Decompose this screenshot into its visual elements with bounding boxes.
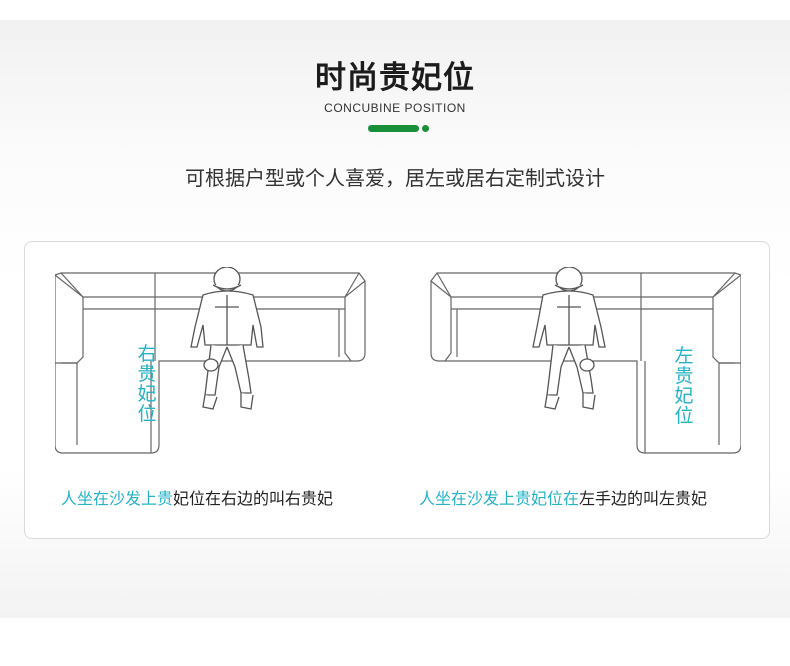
chaise-label-left: 左贵妃位 [674, 345, 694, 427]
caption-left-chaise: 人坐在沙发上贵妃位在左手边的叫左贵妃 [419, 485, 707, 509]
caption-rest: 左手边的叫左贵妃 [579, 489, 708, 508]
page-subtitle: CONCUBINE POSITION [324, 101, 466, 115]
description-text: 可根据户型或个人喜爱，居左或居右定制式设计 [185, 166, 605, 190]
sofa-diagram-right-chaise: 右贵妃位 [54, 266, 391, 462]
sofa-diagram-left-chaise: 左贵妃位 [405, 266, 742, 462]
caption-highlight: 人坐在沙发上贵妃位在 [419, 489, 580, 508]
caption-highlight: 人坐在沙发上贵 [61, 489, 174, 508]
diagram-panel: 右贵妃位 [24, 241, 770, 539]
page-title: 时尚贵妃位 [315, 60, 475, 96]
chaise-label-right: 右贵妃位 [137, 343, 157, 425]
caption-rest: 妃位在右边的叫右贵妃 [173, 489, 334, 508]
caption-right-chaise: 人坐在沙发上贵妃位在右边的叫右贵妃 [61, 485, 333, 509]
title-accent-bar [368, 125, 419, 132]
title-accent-dot [422, 125, 429, 132]
